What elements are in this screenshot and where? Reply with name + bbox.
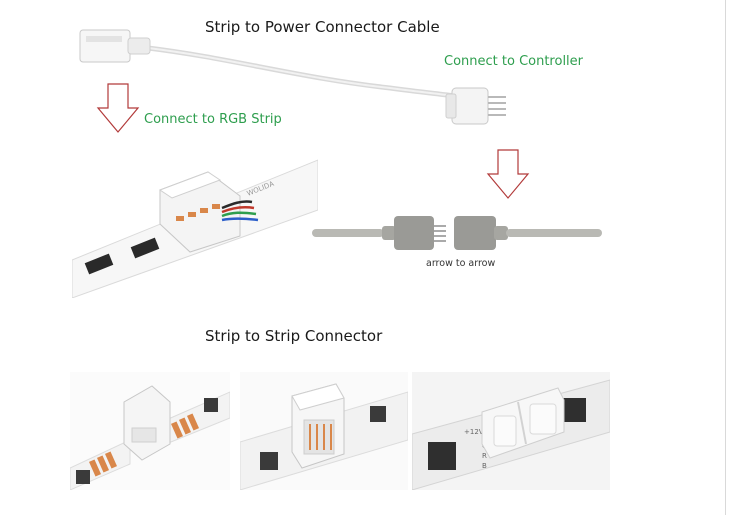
heading-power-connector-cable: Strip to Power Connector Cable xyxy=(205,18,440,36)
down-arrow-icon xyxy=(96,83,140,133)
label-connect-to-controller: Connect to Controller xyxy=(444,54,584,69)
heading-strip-to-strip-connector: Strip to Strip Connector xyxy=(205,327,383,345)
caption-arrow-to-arrow: arrow to arrow xyxy=(426,258,496,269)
strip-voltage-mark: +12V xyxy=(464,428,484,436)
strip-pin-mark: R xyxy=(482,452,487,460)
strip-pin-mark: B xyxy=(482,462,487,470)
strip-to-strip-photo-closed-clip: +12V G R B xyxy=(412,372,610,490)
strip-to-strip-photo-clip-on-strips: +12V xyxy=(240,372,408,490)
down-arrow-icon xyxy=(486,149,530,199)
label-connect-to-rgb-strip: Connect to RGB Strip xyxy=(144,112,282,127)
male-female-connector-photo xyxy=(312,208,602,256)
right-edge-divider xyxy=(725,0,726,515)
strip-clip-connector-photo: WOLIDA xyxy=(72,150,318,298)
strip-to-strip-photo-open-clip xyxy=(70,372,230,490)
power-connector-cable-illustration xyxy=(79,29,506,125)
